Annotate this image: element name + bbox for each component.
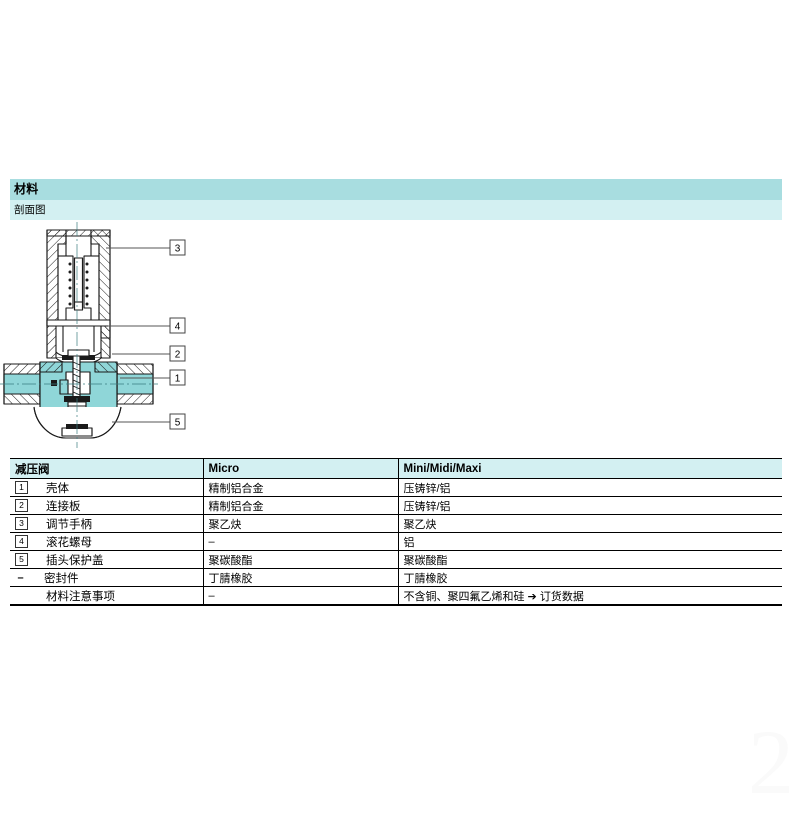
section-title: 材料	[10, 179, 782, 200]
materials-section-header: 材料 剖面图	[10, 179, 782, 220]
valve-cross-section-drawing: 3 4 2 1 5	[0, 222, 230, 452]
cell-part-4: 4 滚花螺母	[10, 532, 204, 551]
index-badge-2: 2	[15, 499, 28, 512]
cell-mini-5: 聚碳酸酯	[398, 550, 782, 569]
cell-part-7: 材料注意事项	[10, 586, 204, 606]
part-name-6: 密封件	[44, 572, 79, 585]
table-row: 5 插头保护盖 聚碳酸酯 聚碳酸酯	[10, 550, 782, 569]
callout-5: 5	[169, 413, 186, 430]
callout-4: 4	[169, 317, 186, 334]
cell-mini-4: 铝	[398, 532, 782, 551]
table-row: 2 连接板 精制铝合金 压铸锌/铝	[10, 496, 782, 515]
cell-part-5: 5 插头保护盖	[10, 550, 204, 569]
index-badge-4: 4	[15, 535, 28, 548]
callout-3: 3	[169, 239, 186, 256]
callout-label-1: 1	[175, 374, 181, 385]
index-badge-1: 1	[15, 481, 28, 494]
column-header-part: 减压阀	[10, 458, 204, 479]
page-watermark: 2	[748, 711, 794, 813]
callout-label-5: 5	[175, 418, 181, 429]
cell-part-1: 1 壳体	[10, 478, 204, 497]
table-row: 3 调节手柄 聚乙炔 聚乙炔	[10, 514, 782, 533]
materials-table-body: 1 壳体 精制铝合金 压铸锌/铝 2 连接板 精制铝合金 压铸锌/铝 3 调节手…	[10, 478, 782, 606]
part-name-5: 插头保护盖	[46, 554, 104, 567]
index-dash-6: –	[17, 571, 24, 584]
cell-micro-4: –	[203, 532, 399, 551]
cell-part-3: 3 调节手柄	[10, 514, 204, 533]
part-name-2: 连接板	[46, 500, 81, 513]
part-name-3: 调节手柄	[46, 518, 92, 531]
column-header-micro: Micro	[203, 458, 399, 479]
cell-micro-7: –	[203, 586, 399, 606]
callout-label-4: 4	[175, 322, 181, 333]
cell-micro-1: 精制铝合金	[203, 478, 399, 497]
table-row: 材料注意事项 – 不含铜、聚四氟乙烯和硅 ➔ 订货数据	[10, 586, 782, 606]
column-header-mini-midi-maxi: Mini/Midi/Maxi	[398, 458, 782, 479]
cell-mini-7: 不含铜、聚四氟乙烯和硅 ➔ 订货数据	[398, 586, 782, 606]
materials-table: 减压阀 Micro Mini/Midi/Maxi 1 壳体 精制铝合金 压铸锌/…	[10, 458, 782, 606]
part-name-7: 材料注意事项	[46, 590, 115, 603]
cell-part-2: 2 连接板	[10, 496, 204, 515]
index-badge-3: 3	[15, 517, 28, 530]
cell-mini-6: 丁腈橡胶	[398, 568, 782, 587]
part-name-4: 滚花螺母	[46, 536, 92, 549]
table-row: – 密封件 丁腈橡胶 丁腈橡胶	[10, 568, 782, 587]
callout-label-2: 2	[175, 350, 181, 361]
cell-mini-3: 聚乙炔	[398, 514, 782, 533]
part-name-1: 壳体	[46, 482, 69, 495]
table-header-row: 减压阀 Micro Mini/Midi/Maxi	[10, 458, 782, 479]
cell-micro-6: 丁腈橡胶	[203, 568, 399, 587]
cell-mini-1: 压铸锌/铝	[398, 478, 782, 497]
cell-micro-5: 聚碳酸酯	[203, 550, 399, 569]
callout-2: 2	[169, 345, 186, 362]
callout-label-3: 3	[175, 244, 181, 255]
section-subtitle: 剖面图	[10, 200, 782, 220]
cell-mini-2: 压铸锌/铝	[398, 496, 782, 515]
cell-micro-3: 聚乙炔	[203, 514, 399, 533]
table-row: 1 壳体 精制铝合金 压铸锌/铝	[10, 478, 782, 497]
callout-1: 1	[169, 369, 186, 386]
cell-part-6: – 密封件	[10, 568, 204, 587]
table-row: 4 滚花螺母 – 铝	[10, 532, 782, 551]
index-badge-5: 5	[15, 553, 28, 566]
cell-micro-2: 精制铝合金	[203, 496, 399, 515]
